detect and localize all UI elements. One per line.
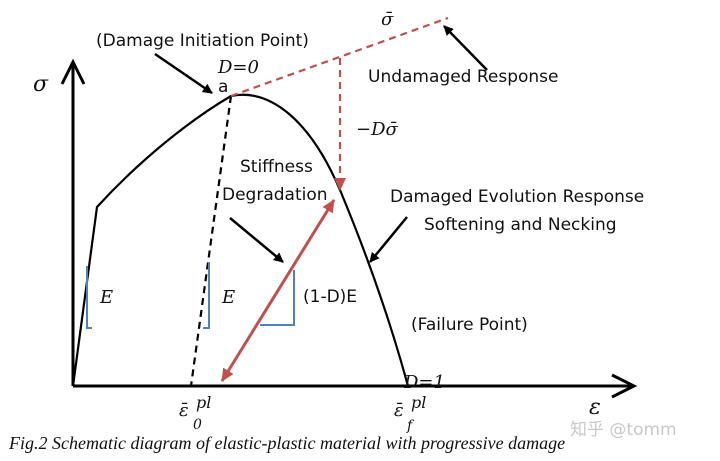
sigma-bar-label: σ̄ (381, 9, 394, 30)
point-a-label: a (218, 77, 228, 97)
eps-f-pl-sub: f (406, 418, 415, 434)
undamaged-response-label: Undamaged Response (368, 67, 559, 87)
stress-strain-curve (71, 93, 410, 387)
undamaged-response-pointer (443, 25, 488, 71)
eps-f-pl-sup: pl (411, 393, 426, 412)
minus-d-sigma-bar-label: −Dσ̄ (356, 119, 399, 140)
x-axis-arrowhead (611, 373, 638, 399)
unloading-line (189, 95, 233, 387)
figure-caption: Fig.2 Schematic diagram of elastic-plast… (8, 433, 565, 453)
x-axis-epsilon-label: ε (589, 395, 601, 420)
failure-point-label: (Failure Point) (411, 315, 528, 335)
reduced-modulus-label: (1-D)E (303, 287, 357, 307)
eps-f-pl-main: ε̄ (394, 400, 404, 421)
slope-triangle-left (86, 266, 92, 329)
y-axis-sigma-label: σ (33, 72, 49, 97)
y-axis-arrowhead (60, 58, 86, 85)
modulus-e-middle-label: E (221, 287, 235, 308)
stiffness-degradation-pointer (229, 217, 284, 263)
softening-necking-label: Softening and Necking (424, 215, 617, 235)
eps-zero-pl-sup: pl (196, 393, 211, 412)
slope-triangle-middle (203, 262, 210, 329)
damage-initiation-pointer (154, 52, 213, 95)
stiffness-label: Stiffness (240, 157, 313, 177)
damaged-evolution-pointer (369, 216, 408, 263)
damage-initiation-label: (Damage Initiation Point) (96, 31, 309, 51)
damaged-evolution-label: Damaged Evolution Response (390, 187, 644, 207)
slope-triangle-reduced (260, 270, 295, 326)
d-zero-label: D=0 (217, 57, 259, 78)
undamaged-response-line (230, 16, 449, 98)
modulus-e-left-label: E (99, 287, 113, 308)
watermark: 知乎 @tomm (570, 420, 677, 440)
degradation-label: Degradation (222, 185, 328, 205)
degraded-stiffness-arrow (220, 199, 336, 382)
eps-zero-pl-sub: 0 (193, 417, 202, 433)
eps-zero-pl-main: ε̄ (179, 400, 189, 421)
d-one-label: D=1 (403, 372, 445, 393)
